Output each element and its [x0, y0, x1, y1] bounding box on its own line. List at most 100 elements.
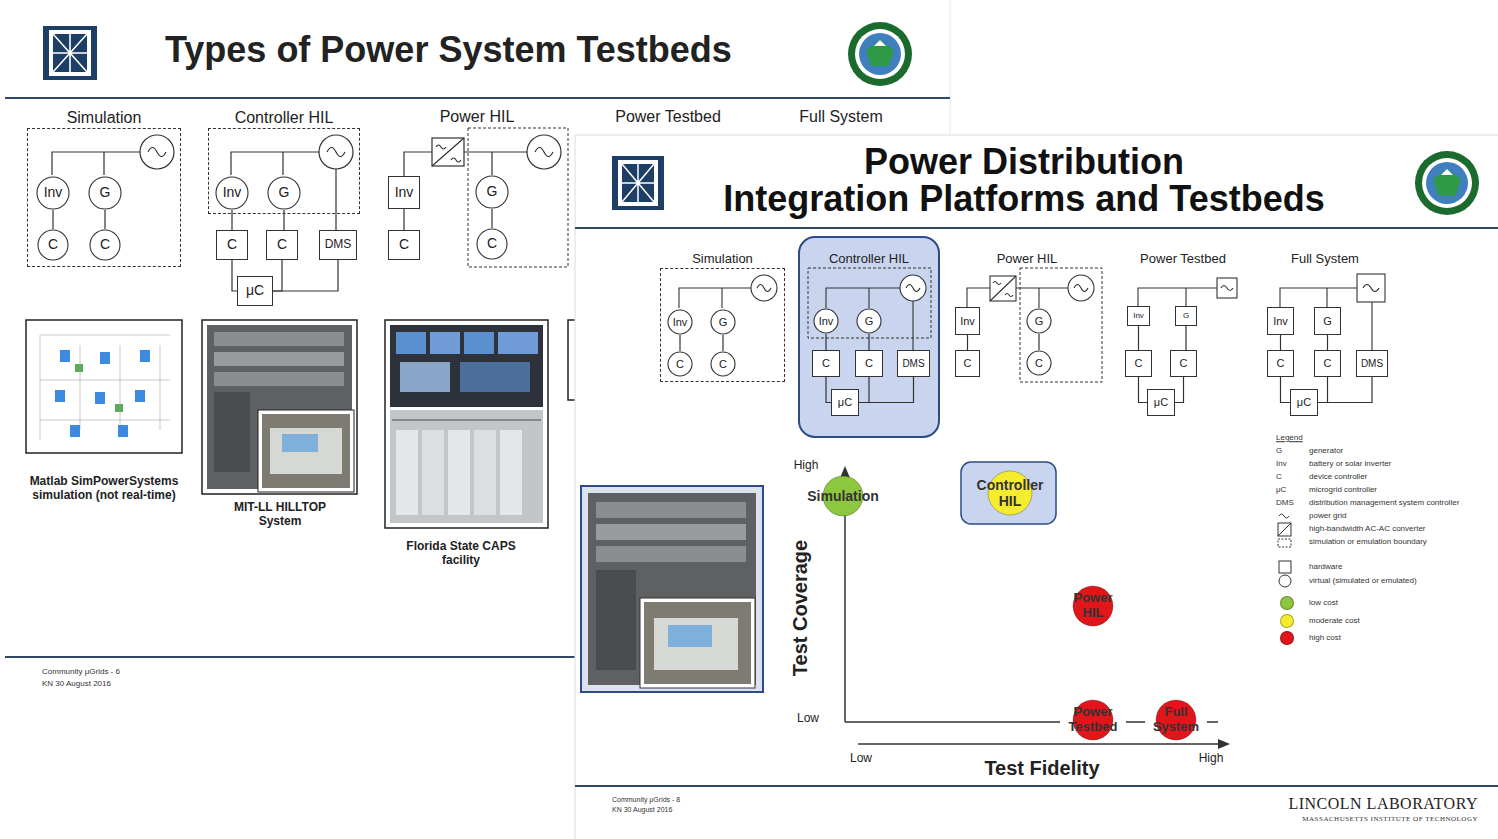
connector — [1327, 335, 1328, 350]
connector — [491, 209, 492, 228]
caps-photo — [422, 430, 444, 515]
footer-note: KN 30 August 2016 — [42, 679, 111, 689]
hardware-component: μC — [1147, 389, 1175, 416]
caps-photo — [390, 410, 543, 523]
caps-photo — [460, 362, 530, 392]
node-label: μC — [838, 396, 852, 408]
axis-title: Test Fidelity — [984, 756, 1099, 780]
node-label: C — [964, 357, 972, 369]
hilltop-photo — [581, 486, 763, 692]
simulation-screenshot — [26, 320, 182, 453]
caps-photo — [385, 320, 548, 528]
photo-caption: Matlab SimPowerSystems simulation (not r… — [29, 474, 179, 503]
axis-label: Low — [850, 751, 872, 765]
component-circle — [477, 229, 507, 259]
node-label: Inv — [819, 315, 834, 327]
legend-symbols — [1278, 539, 1291, 547]
simulation-screenshot — [118, 425, 128, 437]
hardware-component: μC — [831, 389, 859, 416]
component-circle — [668, 310, 692, 334]
component-circle — [814, 309, 838, 333]
slide-title: Power Distribution Integration Platforms… — [704, 143, 1344, 217]
grid-symbol — [140, 135, 174, 169]
component-circle — [668, 352, 692, 376]
simulation-screenshot — [26, 320, 182, 453]
node-label: Power Testbed — [1061, 705, 1125, 735]
node-label: Inv — [44, 185, 63, 200]
legend-text: hardware — [1309, 562, 1342, 572]
node-label: C — [399, 237, 409, 252]
doe-seal — [866, 40, 894, 66]
connector — [403, 209, 404, 230]
connector — [1318, 377, 1328, 403]
simulation-screenshot — [55, 390, 65, 402]
hardware-component: C — [812, 350, 840, 377]
column-heading: Power HIL — [997, 251, 1058, 267]
node-label: G — [487, 184, 498, 199]
virtual-component: G — [1026, 308, 1052, 334]
node-label: Inv — [395, 185, 414, 200]
grid-symbol — [751, 275, 777, 301]
legend-text: high cost — [1309, 633, 1341, 643]
hardware-component: μC — [1290, 389, 1318, 416]
node-label: μC — [246, 283, 264, 298]
node-label: G — [1323, 315, 1332, 327]
axis-arrowhead — [840, 466, 1230, 749]
node-label: Inv — [1133, 312, 1144, 321]
highlight-panel — [799, 237, 939, 437]
grid-symbol — [1221, 286, 1233, 291]
connector — [1281, 377, 1291, 403]
doe-seal — [1422, 158, 1472, 208]
hardware-component: G — [1314, 307, 1341, 335]
legend-symbols — [1278, 514, 1291, 587]
grid-symbol — [1068, 275, 1094, 301]
boundary-box: SimulationInvGCC — [660, 268, 785, 382]
lab-logo — [53, 34, 87, 72]
doe-seal — [1441, 169, 1453, 175]
legend-text: simulation or emulation boundary — [1309, 537, 1427, 547]
cost-bubble: Controller HIL — [968, 470, 1052, 516]
node-label: C — [1277, 357, 1285, 369]
hardware-component: C — [855, 350, 883, 377]
connector — [1139, 377, 1148, 403]
hardware-component: DMS — [897, 350, 930, 377]
virtual-component: C — [476, 228, 508, 260]
hilltop-photo — [588, 493, 756, 685]
hilltop-photo — [214, 352, 344, 366]
grid-symbol — [1074, 285, 1088, 292]
footer-note: Community μGrids - 8 — [612, 796, 680, 804]
connector — [1175, 377, 1184, 403]
legend-symbols — [1279, 575, 1291, 587]
lab-logo — [622, 164, 654, 202]
node-label: C — [1035, 357, 1043, 369]
virtual-component: Inv — [813, 308, 839, 334]
title-rule — [5, 97, 950, 99]
lab-logo — [612, 156, 664, 210]
node-label: μC — [1154, 396, 1168, 408]
highlight-box: Controller HILInvGCCDMSμC — [799, 237, 939, 437]
caps-photo — [498, 332, 538, 354]
simulation-screenshot — [75, 364, 83, 372]
simulation-screenshot — [135, 390, 145, 402]
emulation-boundary — [468, 128, 568, 267]
column-heading: Power Testbed — [615, 107, 721, 126]
node-label: C — [487, 236, 497, 251]
caps-photo — [430, 332, 460, 354]
bus-wiring — [679, 288, 1372, 350]
node-label: Simulation — [621, 251, 824, 267]
grid-symbol — [148, 148, 166, 157]
axis-label: Low — [797, 711, 819, 725]
node-label: Inv — [1273, 315, 1288, 327]
photo-caption: Florida State CAPS facility — [391, 539, 531, 568]
hardware-component: μC — [237, 276, 273, 306]
slide-panel — [0, 0, 950, 700]
hilltop-photo — [214, 332, 344, 346]
caps-photo — [474, 430, 496, 515]
converter-symbol — [432, 138, 464, 166]
cost-bubble: Power Testbed — [1059, 699, 1127, 741]
caps-photo — [396, 332, 426, 354]
caps-photo — [392, 419, 541, 421]
caps-photo — [500, 430, 522, 515]
